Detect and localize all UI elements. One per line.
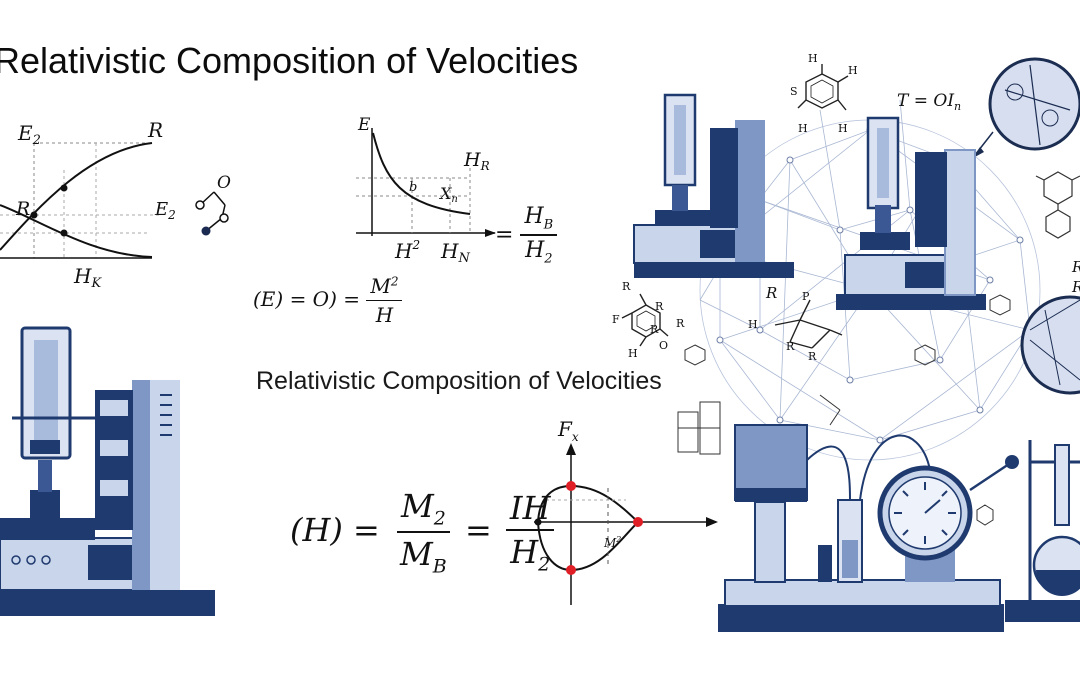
lab-apparatus-bottom-right [718, 424, 1080, 632]
svg-text:R: R [808, 350, 817, 363]
center-graph-tick-h2: H2 [394, 238, 420, 263]
svg-text:H: H [808, 52, 818, 65]
svg-text:R: R [622, 280, 631, 293]
left-graph-label-hk: HK [73, 264, 102, 291]
phase-graph-inner-label: M2 [603, 535, 621, 550]
svg-text:H: H [798, 122, 808, 135]
center-graph-tick-hn: HN [440, 239, 470, 266]
left-graph-label-r-top: R [147, 118, 163, 142]
center-graph-mark-b: b [409, 180, 417, 195]
equation-small: (E) = O) = M2 H [253, 274, 403, 327]
equation-small-den: H [375, 303, 394, 327]
equation-main-f1-den-sub: B [432, 555, 447, 578]
fraction-denominator-sub: 2 [544, 251, 553, 267]
benzene-structure-left [621, 293, 669, 347]
benzene-structure-top [797, 64, 849, 111]
fraction-numerator-sub: B [543, 217, 554, 233]
fraction-denominator: H [525, 238, 545, 264]
equation-small-num: M [370, 274, 391, 298]
equation-main: (H) = M2 MB = IH H2 [290, 487, 555, 578]
svg-text:H: H [748, 318, 758, 331]
page-title: Relativistic Composition of Velocities [0, 40, 579, 81]
svg-text:R: R [786, 340, 795, 353]
magnifier-inset-top [973, 57, 1080, 158]
svg-text:S: S [790, 85, 798, 98]
svg-text:F: F [612, 313, 620, 326]
svg-text:R: R [1071, 258, 1080, 276]
equation-main-f1-num-sub: 2 [433, 507, 446, 530]
equation-right-fraction: = HB H2 [495, 204, 558, 267]
equation-small-lhs: (E) = O) = [253, 287, 360, 311]
fraction-numerator: H [524, 204, 544, 229]
molecule-structure-center [774, 299, 843, 349]
equation-main-f1-den: M [400, 535, 433, 574]
left-graph-label-r-mid: R [15, 198, 30, 220]
equation-main-f2-num: IH [509, 489, 551, 528]
equation-main-lhs: (H) = [290, 510, 380, 549]
svg-text:R: R [676, 317, 685, 330]
svg-text:H: H [628, 347, 638, 360]
equation-main-f2-den: H [510, 533, 539, 572]
left-graph-label-e2: E2 [17, 121, 41, 148]
page-subtitle: Relativistic Composition of Velocities [256, 367, 662, 395]
svg-text:O: O [659, 339, 668, 352]
small-chem-fragments [684, 294, 1011, 526]
lab-instrument-left [0, 326, 215, 616]
small-molecule-icon [195, 191, 229, 236]
magnifier-inset-right [1020, 295, 1080, 395]
equals-sign: = [495, 222, 514, 248]
chem-labels: H S H H H R R F R R H O R P H R R R R [612, 52, 1080, 363]
center-graph-mark-x: Xn [438, 184, 458, 205]
molecule-label-o: O [217, 173, 231, 193]
left-graph [0, 142, 160, 259]
svg-text:R: R [1071, 278, 1080, 296]
equation-main-equals: = [464, 510, 492, 549]
center-graph-label-hr: HR [463, 149, 490, 173]
svg-text:H: H [838, 122, 848, 135]
equation-small-num-sup: 2 [390, 274, 399, 289]
glassware-sketch [677, 401, 721, 455]
svg-text:R: R [655, 300, 664, 313]
phase-graph-y-label: Fx [557, 417, 579, 444]
left-graph-label-e2-right: E2 [154, 199, 176, 222]
svg-text:P: P [802, 290, 810, 303]
equation-main-f1-num: M [400, 487, 434, 525]
lab-instrument-top-center [836, 116, 986, 310]
lab-instrument-top-left [633, 93, 794, 278]
svg-text:R: R [765, 284, 777, 302]
center-graph-y-label: E [357, 115, 371, 135]
equation-main-f2-den-sub: 2 [538, 553, 551, 576]
svg-text:R: R [650, 323, 659, 336]
top-right-formula: T = OIn [897, 91, 961, 113]
phase-graph [534, 443, 718, 605]
svg-text:H: H [848, 64, 858, 77]
hexagon-structure-right [1035, 171, 1080, 239]
center-graph [356, 128, 496, 237]
